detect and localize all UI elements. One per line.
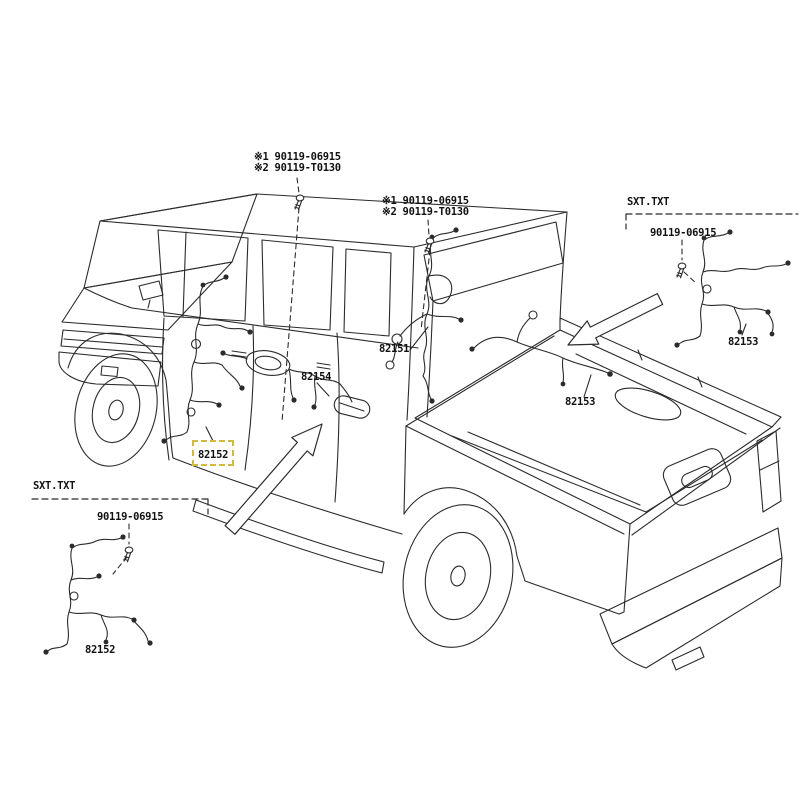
inset-harness-82153-drawing xyxy=(674,229,791,348)
part-label-82152-inset[interactable]: 82152 xyxy=(85,645,116,654)
bolt-icon xyxy=(676,262,687,279)
bolt-note-mid[interactable]: ※1 90119-06915 ※2 90119-T0130 xyxy=(382,196,469,218)
part-label-82153-bed[interactable]: 82153 xyxy=(565,396,596,408)
bolt-note-top-line2: ※2 90119-T0130 xyxy=(254,162,341,174)
inset-brackets xyxy=(31,213,799,515)
part-label-82151[interactable]: 82151 xyxy=(379,343,410,355)
part-label-82153-inset[interactable]: 82153 xyxy=(728,336,759,348)
dashed-leader-lines xyxy=(112,177,698,575)
part-label-82152: 82152 xyxy=(198,449,229,461)
inset-label-top-right: SXT.TXT xyxy=(627,196,670,208)
callout-arrows xyxy=(224,293,664,535)
harness-82151-drawing xyxy=(385,227,464,404)
callout-arrow-door xyxy=(224,423,323,535)
callout-arrow-bed xyxy=(567,293,664,346)
bolt-note-top[interactable]: ※1 90119-06915 ※2 90119-T0130 xyxy=(254,152,341,174)
part-label-82152-highlight[interactable]: 82152 xyxy=(192,440,235,466)
harness-82153-bed-drawing xyxy=(469,310,613,387)
leader-lines xyxy=(205,323,747,442)
bolt-icon xyxy=(424,237,435,254)
part-label-82154[interactable]: 82154 xyxy=(301,371,332,383)
bolt-icons xyxy=(123,194,687,563)
bolt-note-top-line1: ※1 90119-06915 xyxy=(254,151,341,163)
bolt-note-mid-line1: ※1 90119-06915 xyxy=(382,195,469,207)
bolt-label-right[interactable]: 90119-06915 xyxy=(650,227,717,239)
inset-label-bottom-left: SXT.TXT xyxy=(33,480,76,492)
truck-body-drawing xyxy=(58,193,783,671)
harness-82152-drawing xyxy=(161,274,253,444)
bolt-label-bottom-left[interactable]: 90119-06915 xyxy=(97,511,164,523)
inset-harness-82152-drawing xyxy=(43,534,153,655)
bolt-note-mid-line2: ※2 90119-T0130 xyxy=(382,206,469,218)
harness-82154-drawing xyxy=(220,350,371,419)
